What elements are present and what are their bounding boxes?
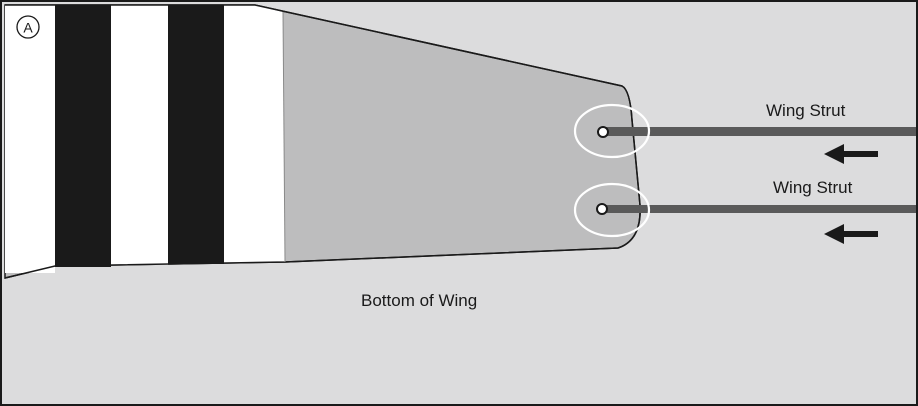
- attachment-hole-lower: [596, 203, 608, 215]
- bottom-of-wing-label: Bottom of Wing: [361, 291, 477, 310]
- stripe-black-2: [168, 5, 224, 264]
- highlight-circle-lower: [573, 182, 651, 238]
- attachment-hole-upper: [597, 126, 609, 138]
- strut-label-lower: Wing Strut: [773, 178, 853, 197]
- wing-strut-lower: [606, 205, 918, 213]
- panel-letter: A: [23, 20, 33, 36]
- stripe-edge: [282, 11, 286, 263]
- stripe-white-2: [111, 5, 168, 265]
- wing-strut-upper: [606, 127, 918, 136]
- stripe-white-1: [5, 5, 55, 273]
- arrow-left-icon: [824, 224, 878, 244]
- arrow-left-icon: [824, 144, 878, 164]
- highlight-circle-upper: [573, 103, 651, 159]
- stripe-white-3: [224, 5, 285, 263]
- strut-label-upper: Wing Strut: [766, 101, 846, 120]
- panel-letter-badge: A: [16, 15, 40, 39]
- stripe-black-1: [55, 5, 111, 267]
